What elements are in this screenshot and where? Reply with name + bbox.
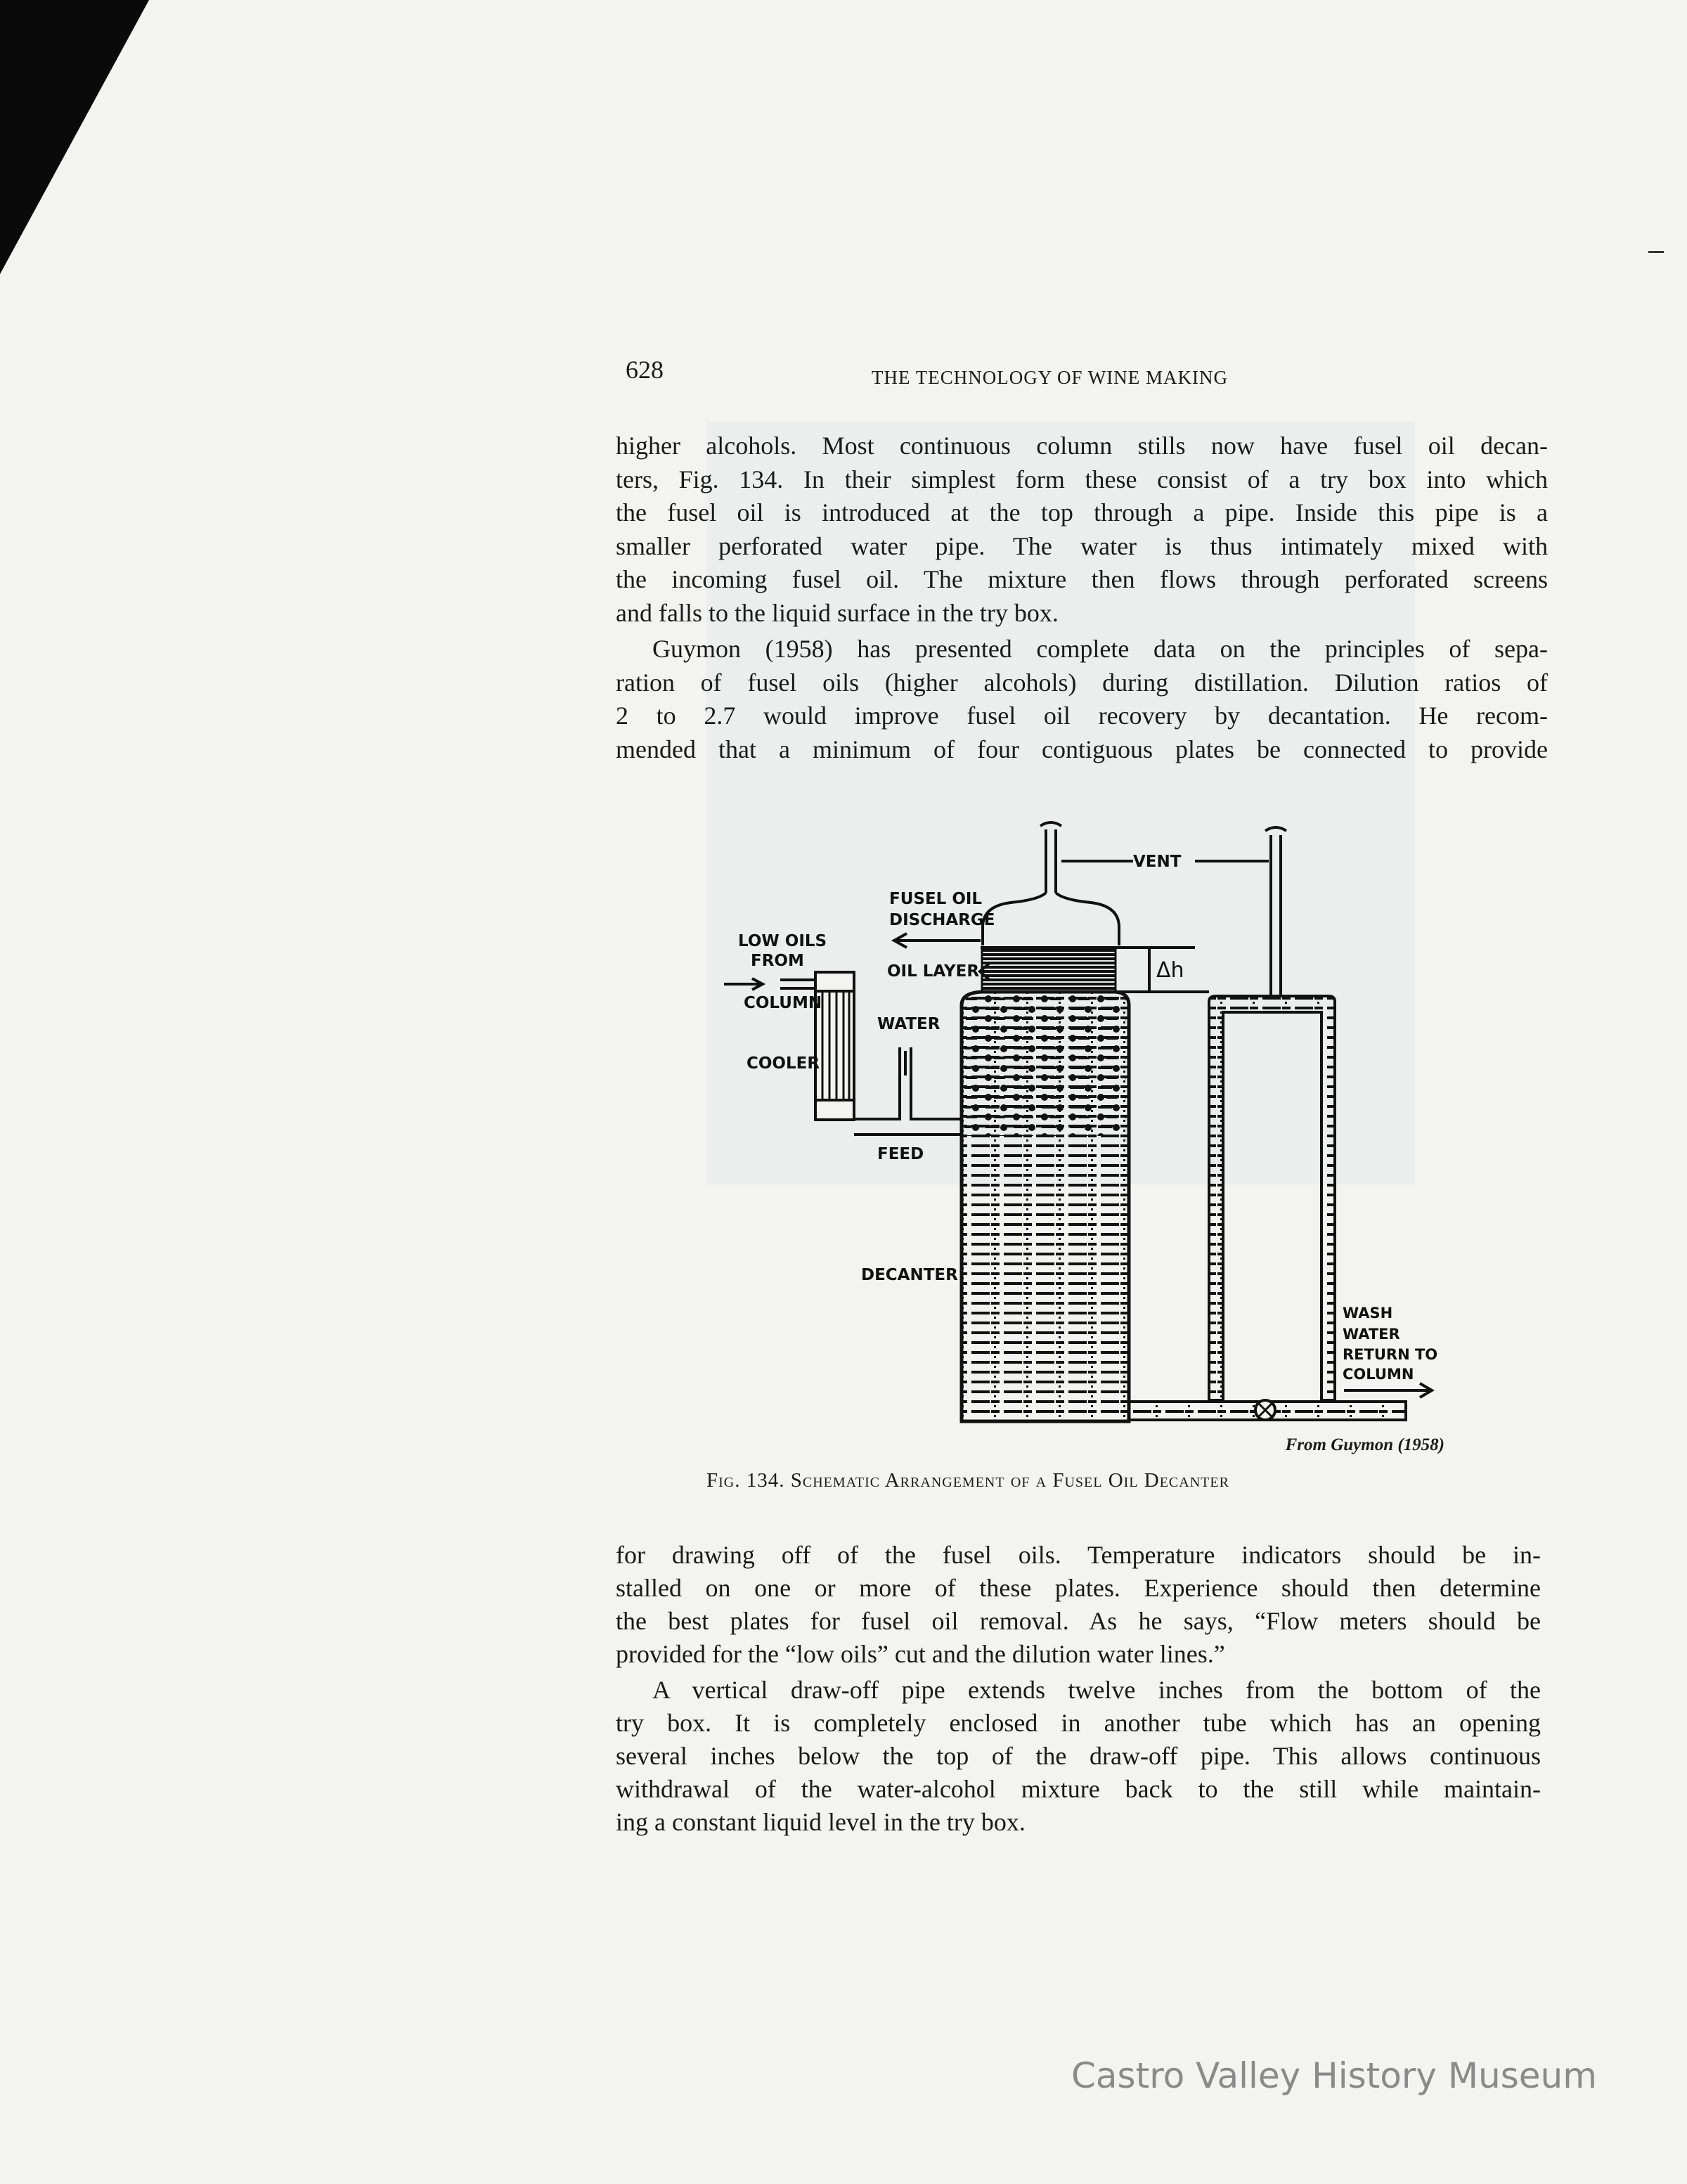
label-return-to: RETURN TO	[1343, 1346, 1437, 1363]
text-line: mended that a minimum of four contiguous…	[616, 735, 1548, 763]
label-fusel-oil: FUSEL OIL	[889, 890, 982, 908]
label-cooler: COOLER	[746, 1054, 820, 1073]
text-line: provided for the “low oils” cut and the …	[616, 1640, 1225, 1668]
text-line: and falls to the liquid surface in the t…	[616, 598, 1059, 627]
margin-mark	[1648, 251, 1664, 253]
text-line: higher alcohols. Most continuous column …	[616, 432, 1548, 460]
text-line: for drawing off of the fusel oils. Tempe…	[616, 1541, 1541, 1569]
label-from: FROM	[751, 952, 804, 970]
label-discharge: DISCHARGE	[889, 911, 995, 929]
figure-caption: Fig. 134. Schematic Arrangement of a Fus…	[706, 1469, 1229, 1492]
text-line: Guymon (1958) has presented complete dat…	[652, 635, 1548, 663]
text-line: several inches below the top of the draw…	[616, 1742, 1541, 1770]
label-decanter: DECANTER	[861, 1266, 958, 1284]
label-feed: FEED	[877, 1145, 924, 1163]
valve-icon	[1254, 1399, 1276, 1421]
text-line: ters, Fig. 134. In their simplest form t…	[616, 465, 1548, 493]
text-line: ration of fusel oils (higher alcohols) d…	[616, 668, 1548, 697]
text-line: the best plates for fusel oil removal. A…	[616, 1607, 1541, 1635]
scan-edge-shadow	[0, 0, 149, 274]
text-line: 2 to 2.7 would improve fusel oil recover…	[616, 702, 1548, 730]
text-line: the fusel oil is introduced at the top t…	[616, 498, 1548, 526]
vent-cap	[1039, 821, 1063, 827]
text-line: withdrawal of the water-alcohol mixture …	[616, 1775, 1541, 1803]
running-title: THE TECHNOLOGY OF WINE MAKING	[872, 367, 1228, 388]
label-delta-h: Δh	[1156, 958, 1184, 983]
label-wash: WASH	[1343, 1305, 1392, 1322]
text-line: smaller perforated water pipe. The water…	[616, 531, 1548, 560]
label-oil-layer: OIL LAYER	[887, 962, 979, 981]
label-column: COLUMN	[744, 994, 822, 1012]
decanter-diagram: VENT FUSEL OIL DISCHARGE LOW OILS FROM C…	[724, 821, 1437, 1423]
page-number: 628	[626, 356, 664, 384]
label-vent: VENT	[1133, 853, 1182, 871]
cooler	[814, 971, 855, 1121]
label-wash-water: WATER	[1343, 1326, 1400, 1343]
dome	[981, 891, 1120, 945]
draw-off-pipe	[1208, 995, 1336, 1402]
text-line: stalled on one or more of these plates. …	[616, 1574, 1541, 1602]
text-line: ing a constant liquid level in the try b…	[616, 1808, 1026, 1836]
figure-credit: From Guymon (1958)	[1285, 1435, 1444, 1454]
text-line: the incoming fusel oil. The mixture then…	[616, 565, 1548, 593]
label-water: WATER	[877, 1015, 941, 1033]
label-return-column: COLUMN	[1343, 1366, 1414, 1383]
oil-layer	[981, 948, 1117, 993]
text-line: A vertical draw-off pipe extends twelve …	[652, 1676, 1541, 1704]
mixing-zone	[964, 995, 1126, 1136]
text-line: try box. It is completely enclosed in an…	[616, 1709, 1541, 1737]
watermark: Castro Valley History Museum	[1071, 2055, 1597, 2096]
label-low-oils: LOW OILS	[738, 932, 827, 950]
